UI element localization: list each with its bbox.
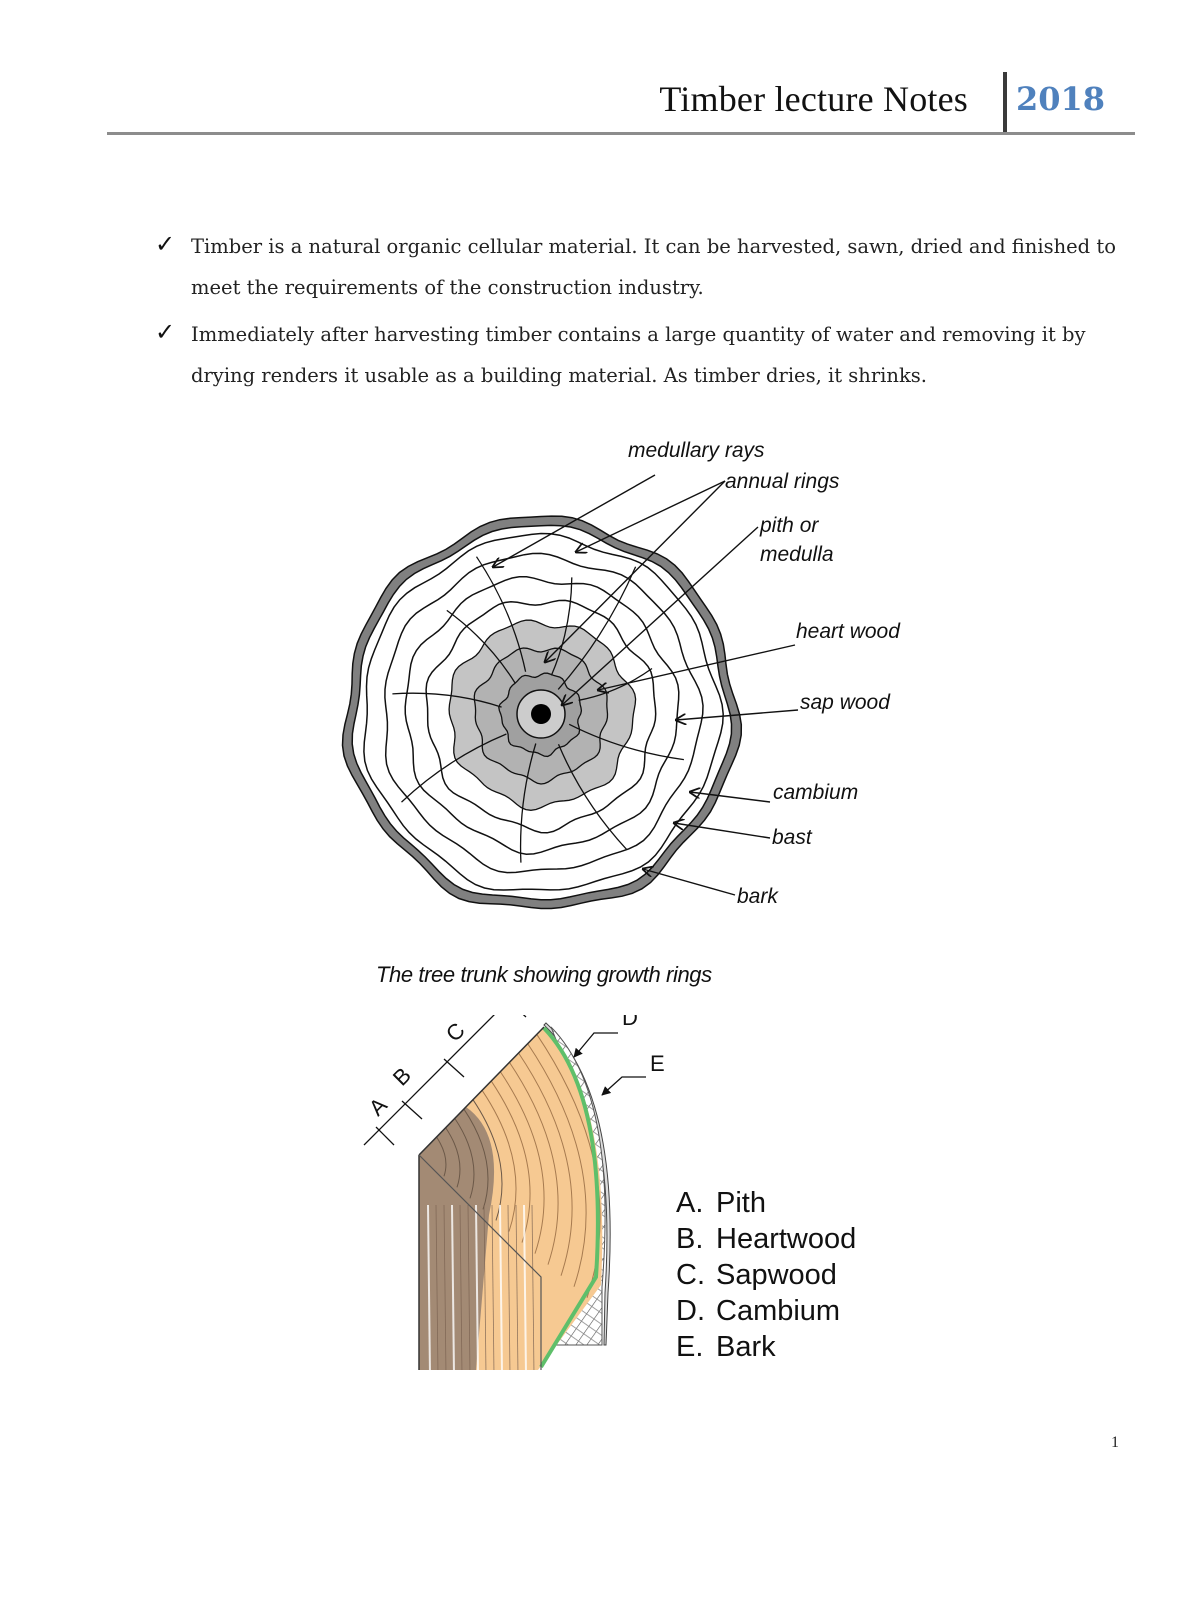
checkmark-icon: ✓ bbox=[155, 224, 175, 265]
label-bast: bast bbox=[772, 826, 813, 849]
bullet-text: Timber is a natural organic cellular mat… bbox=[191, 235, 1116, 299]
label-bark: bark bbox=[737, 885, 779, 908]
legend-item: D.Cambium bbox=[676, 1293, 856, 1329]
marker-e: E bbox=[650, 1051, 665, 1076]
label-heart-wood: heart wood bbox=[796, 620, 901, 643]
legend-item: E.Bark bbox=[676, 1329, 856, 1365]
bullet-list: ✓ Timber is a natural organic cellular m… bbox=[155, 226, 1135, 402]
label-annual-rings: annual rings bbox=[725, 470, 840, 493]
dimension-tick bbox=[402, 1101, 422, 1119]
header-separator bbox=[1003, 72, 1007, 134]
checkmark-icon: ✓ bbox=[155, 312, 175, 353]
marker-c: C bbox=[441, 1018, 470, 1047]
bullet-item: ✓ Timber is a natural organic cellular m… bbox=[155, 226, 1135, 308]
dimension-tick bbox=[444, 1059, 464, 1077]
label-medullary-rays: medullary rays bbox=[628, 440, 765, 462]
label-pith-line1: pith or bbox=[759, 514, 819, 537]
legend-item: C.Sapwood bbox=[676, 1257, 856, 1293]
legend-item: B.Heartwood bbox=[676, 1221, 856, 1257]
tree-trunk-cross-section-figure: medullary rays annual rings pith or medu… bbox=[340, 440, 920, 940]
marker-d: D bbox=[622, 1015, 638, 1030]
header-rule bbox=[107, 132, 1135, 135]
leader-annual-rings bbox=[576, 481, 725, 552]
marker-b: B bbox=[388, 1062, 416, 1090]
leader-d bbox=[574, 1033, 618, 1057]
page-number: 1 bbox=[1111, 1434, 1119, 1452]
bullet-item: ✓ Immediately after harvesting timber co… bbox=[155, 314, 1135, 396]
label-cambium: cambium bbox=[773, 781, 858, 804]
figure1-caption: The tree trunk showing growth rings bbox=[376, 962, 712, 988]
figure2-legend: A.Pith B.Heartwood C.Sapwood D.Cambium E… bbox=[676, 1185, 856, 1365]
label-pith-line2: medulla bbox=[760, 543, 834, 566]
label-sap-wood: sap wood bbox=[800, 691, 891, 714]
leader-bark bbox=[643, 869, 735, 895]
marker-a: A bbox=[364, 1092, 392, 1120]
pith bbox=[531, 704, 551, 724]
leader-e bbox=[602, 1077, 646, 1095]
dimension-tick bbox=[506, 1015, 526, 1017]
dimension-tick bbox=[376, 1127, 394, 1145]
trunk-cross-section bbox=[343, 475, 799, 909]
legend-item: A.Pith bbox=[676, 1185, 856, 1221]
page-header: Timber lecture Notes 2018 bbox=[0, 0, 1200, 140]
bullet-text: Immediately after harvesting timber cont… bbox=[191, 323, 1085, 387]
header-title: Timber lecture Notes bbox=[659, 78, 968, 120]
header-year: 2018 bbox=[1016, 80, 1105, 118]
wedge-diagram bbox=[364, 1015, 646, 1375]
